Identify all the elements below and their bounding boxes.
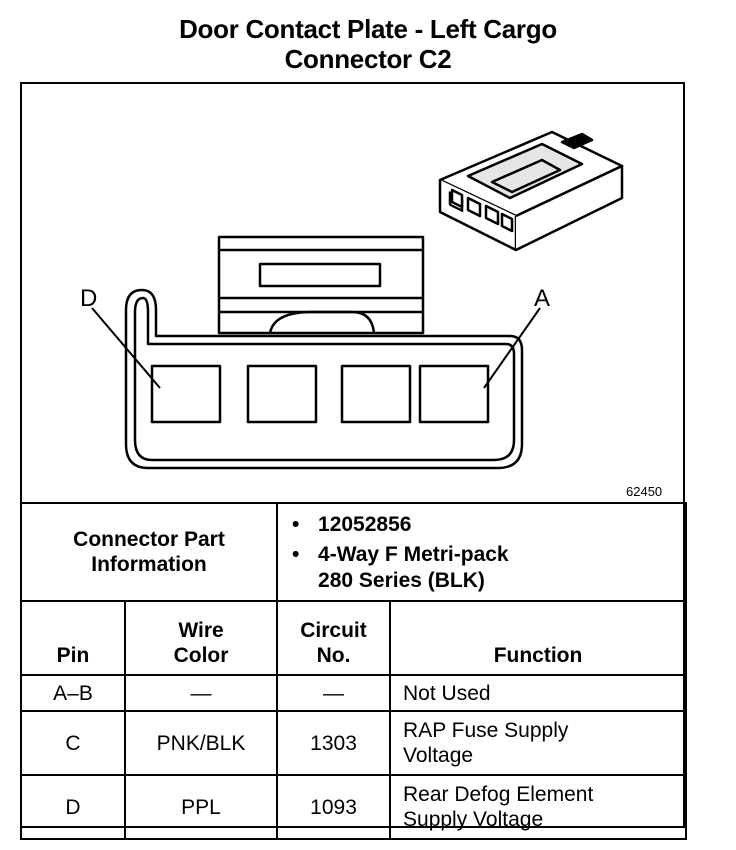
cell-wire-color: — bbox=[123, 674, 279, 712]
connector-perspective-illustration bbox=[438, 130, 624, 252]
cell-circuit: 1093 bbox=[276, 774, 392, 840]
leader-line-a bbox=[483, 307, 541, 389]
cell-circuit: — bbox=[276, 674, 392, 712]
diagram-title: Door Contact Plate - Left Cargo bbox=[179, 14, 557, 44]
cell-circuit: 1303 bbox=[276, 710, 392, 776]
pin-label-a: A bbox=[534, 285, 550, 312]
cell-wire-color: PPL bbox=[123, 774, 279, 840]
cavity-d bbox=[150, 364, 222, 424]
cell-pin: A–B bbox=[20, 674, 126, 712]
diagram-subtitle: Connector C2 bbox=[284, 44, 452, 74]
header-function: Function bbox=[389, 600, 688, 676]
part-number: •12052856 bbox=[292, 513, 412, 536]
cell-wire-color: PNK/BLK bbox=[123, 710, 279, 776]
connector-face-diagram: D A bbox=[80, 130, 624, 470]
connector-part-info-row: Connector Part Information •12052856 •4-… bbox=[19, 502, 688, 602]
cavity-c bbox=[246, 364, 318, 424]
cell-pin: C bbox=[20, 710, 126, 776]
cell-pin: D bbox=[20, 774, 126, 840]
table-row: A–B — — Not Used bbox=[20, 674, 688, 712]
connector-part-info-label: Connector Part Information bbox=[19, 502, 279, 602]
cavity-a bbox=[418, 364, 490, 424]
connector-table: Connector Part Information •12052856 •4-… bbox=[19, 502, 688, 840]
cell-function: Not Used bbox=[389, 674, 688, 712]
figure-number: 62450 bbox=[626, 484, 663, 499]
cavity-b bbox=[340, 364, 412, 424]
connector-face bbox=[91, 235, 541, 470]
header-pin: Pin bbox=[20, 600, 126, 676]
leader-line-d bbox=[91, 307, 161, 389]
pin-label-d: D bbox=[80, 285, 97, 312]
